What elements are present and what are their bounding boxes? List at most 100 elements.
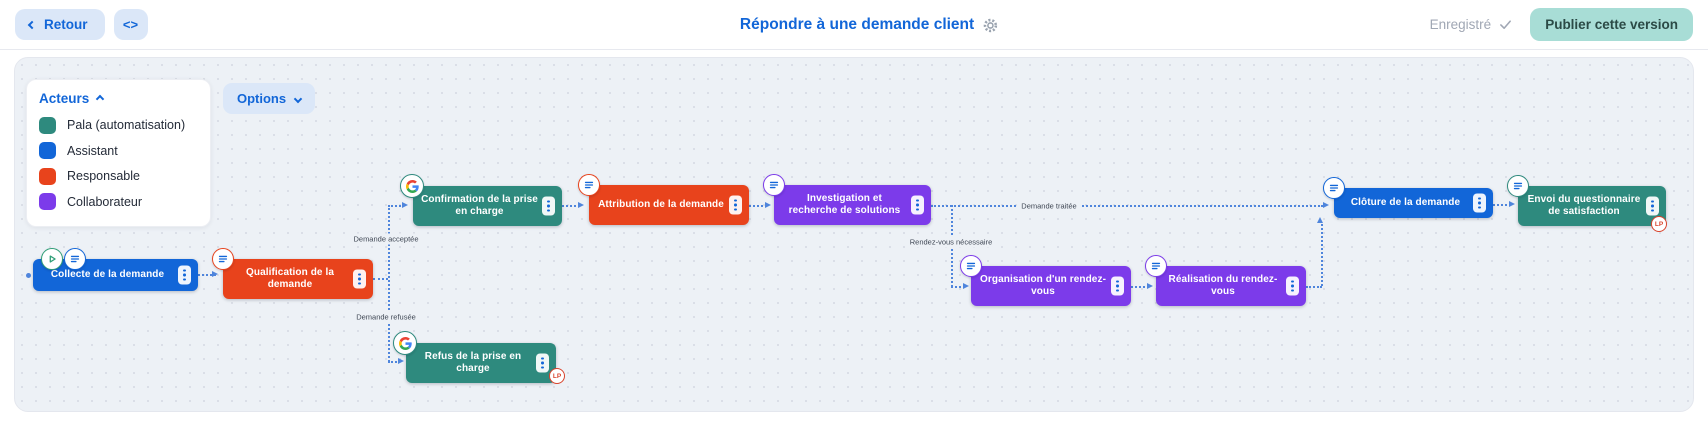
form-lines-icon <box>218 255 228 263</box>
edge-arrowhead <box>578 202 584 208</box>
form-badge[interactable] <box>763 174 785 196</box>
form-lines-icon <box>1329 184 1339 192</box>
node-label: Refus de la prise en charge <box>424 350 522 375</box>
start-trigger-badge[interactable] <box>41 248 63 270</box>
workflow-node-realisation-rdv[interactable]: Réalisation du rendez-vous <box>1145 255 1306 306</box>
node-label: Organisation d'un rendez-vous <box>980 273 1106 298</box>
form-badge[interactable] <box>578 174 600 196</box>
legend-item-label: Collaborateur <box>67 194 143 209</box>
legend-item-label: Pala (automatisation) <box>67 118 186 132</box>
play-icon <box>49 255 56 263</box>
form-lines-icon <box>584 181 594 189</box>
top-toolbar: Retour <> Répondre à une demande client … <box>0 0 1708 50</box>
publish-button[interactable]: Publier cette version <box>1530 8 1693 41</box>
edge-arrowhead <box>1323 202 1329 208</box>
flow-edge-segment <box>1306 286 1322 288</box>
chevron-left-icon <box>27 20 37 29</box>
flow-edge-segment <box>951 286 965 288</box>
legend-item-pala: Pala (automatisation) <box>39 116 198 134</box>
node-menu-button[interactable] <box>1646 196 1659 216</box>
actors-legend-title: Acteurs <box>39 91 90 106</box>
gmail-badge[interactable] <box>400 174 424 198</box>
edge-label-demande-traitee: Demande traitée <box>1017 200 1081 212</box>
form-lines-icon <box>769 181 779 189</box>
workflow-node-refus[interactable]: Refus de la prise en charge LP <box>393 331 565 384</box>
workflow-node-qualification[interactable]: Qualification de la demande <box>212 248 373 299</box>
flow-edge-segment <box>388 205 404 207</box>
edge-label-rendez-vous-necessaire: Rendez-vous nécessaire <box>905 236 997 248</box>
node-menu-button[interactable] <box>729 195 742 215</box>
flow-edge-segment <box>388 361 400 363</box>
code-view-button[interactable]: <> <box>113 9 148 40</box>
node-menu-button[interactable] <box>353 269 366 289</box>
assignee-avatar-badge: LP <box>1651 216 1667 232</box>
node-menu-button[interactable] <box>911 195 924 215</box>
edge-label-demande-refusee: Demande refusée <box>352 311 420 323</box>
flow-edge-segment <box>1493 204 1511 206</box>
node-label: Réalisation du rendez-vous <box>1168 273 1278 298</box>
node-label: Envoi du questionnaire de satisfaction <box>1527 193 1641 218</box>
form-lines-icon <box>1513 182 1523 190</box>
actor-color-swatch <box>39 116 56 134</box>
form-badge[interactable] <box>212 248 234 270</box>
flow-edge-segment <box>931 205 1323 207</box>
form-lines-icon <box>1151 262 1161 270</box>
flow-start-dot <box>26 273 31 278</box>
legend-item-collaborateur: Collaborateur <box>39 193 198 210</box>
node-menu-button[interactable] <box>1111 276 1124 296</box>
form-badge[interactable] <box>1323 177 1345 199</box>
back-button[interactable]: Retour <box>15 9 105 40</box>
node-menu-button[interactable] <box>1286 276 1299 296</box>
flow-edge-segment <box>562 205 580 207</box>
node-label: Qualification de la demande <box>245 266 335 291</box>
edge-arrowhead <box>212 271 218 277</box>
code-icon: <> <box>122 17 139 32</box>
actor-color-swatch <box>39 142 56 159</box>
edge-arrowhead <box>402 202 408 208</box>
form-lines-icon <box>966 262 976 270</box>
options-button[interactable]: Options <box>223 83 316 114</box>
flow-edge-segment <box>1321 224 1323 286</box>
back-button-label: Retour <box>44 17 88 32</box>
node-menu-button[interactable] <box>1473 193 1486 213</box>
edge-arrowhead <box>1147 283 1153 289</box>
edge-arrowhead <box>963 283 969 289</box>
actor-color-swatch <box>39 193 56 210</box>
workflow-node-confirmation[interactable]: Confirmation de la prise en charge <box>400 174 562 226</box>
actor-color-swatch <box>39 167 56 185</box>
edge-arrowhead <box>765 202 771 208</box>
settings-gear-icon[interactable] <box>982 17 999 34</box>
flow-edge-segment <box>1131 286 1149 288</box>
node-label: Collecte de la demande <box>50 268 165 280</box>
workflow-node-cloture[interactable]: Clôture de la demande <box>1323 177 1493 218</box>
workflow-node-investigation[interactable]: Investigation et recherche de solutions <box>763 174 931 225</box>
form-lines-icon <box>70 255 80 263</box>
google-g-icon <box>398 336 412 350</box>
workflow-node-attribution[interactable]: Attribution de la demande <box>578 174 749 225</box>
chevron-down-icon <box>293 94 303 103</box>
workflow-canvas[interactable]: Acteurs Pala (automatisation) Assistant … <box>14 57 1694 412</box>
save-status: Enregistré <box>1430 17 1513 32</box>
node-menu-button[interactable] <box>178 265 191 285</box>
node-menu-button[interactable] <box>536 353 549 373</box>
form-badge[interactable] <box>1145 255 1167 277</box>
save-status-label: Enregistré <box>1429 17 1492 32</box>
gmail-badge[interactable] <box>393 331 417 355</box>
form-badge[interactable] <box>1507 175 1529 197</box>
actors-legend: Acteurs Pala (automatisation) Assistant … <box>26 79 211 227</box>
legend-item-responsable: Responsable <box>39 167 198 185</box>
form-badge[interactable] <box>960 255 982 277</box>
workflow-node-envoi-questionnaire[interactable]: Envoi du questionnaire de satisfaction L… <box>1507 175 1667 232</box>
node-label: Confirmation de la prise en charge <box>421 193 538 218</box>
actors-legend-toggle[interactable]: Acteurs <box>39 89 105 108</box>
node-label: Clôture de la demande <box>1350 196 1461 208</box>
options-button-label: Options <box>237 91 287 106</box>
page-title: Répondre à une demande client <box>739 16 975 33</box>
workflow-node-collecte[interactable]: Collecte de la demande <box>33 248 198 291</box>
node-label: Attribution de la demande <box>598 198 724 210</box>
form-badge[interactable] <box>64 248 86 270</box>
node-menu-button[interactable] <box>542 196 555 216</box>
workflow-node-organisation-rdv[interactable]: Organisation d'un rendez-vous <box>960 255 1131 306</box>
legend-item-label: Assistant <box>67 143 118 158</box>
edge-arrowhead <box>398 358 404 364</box>
